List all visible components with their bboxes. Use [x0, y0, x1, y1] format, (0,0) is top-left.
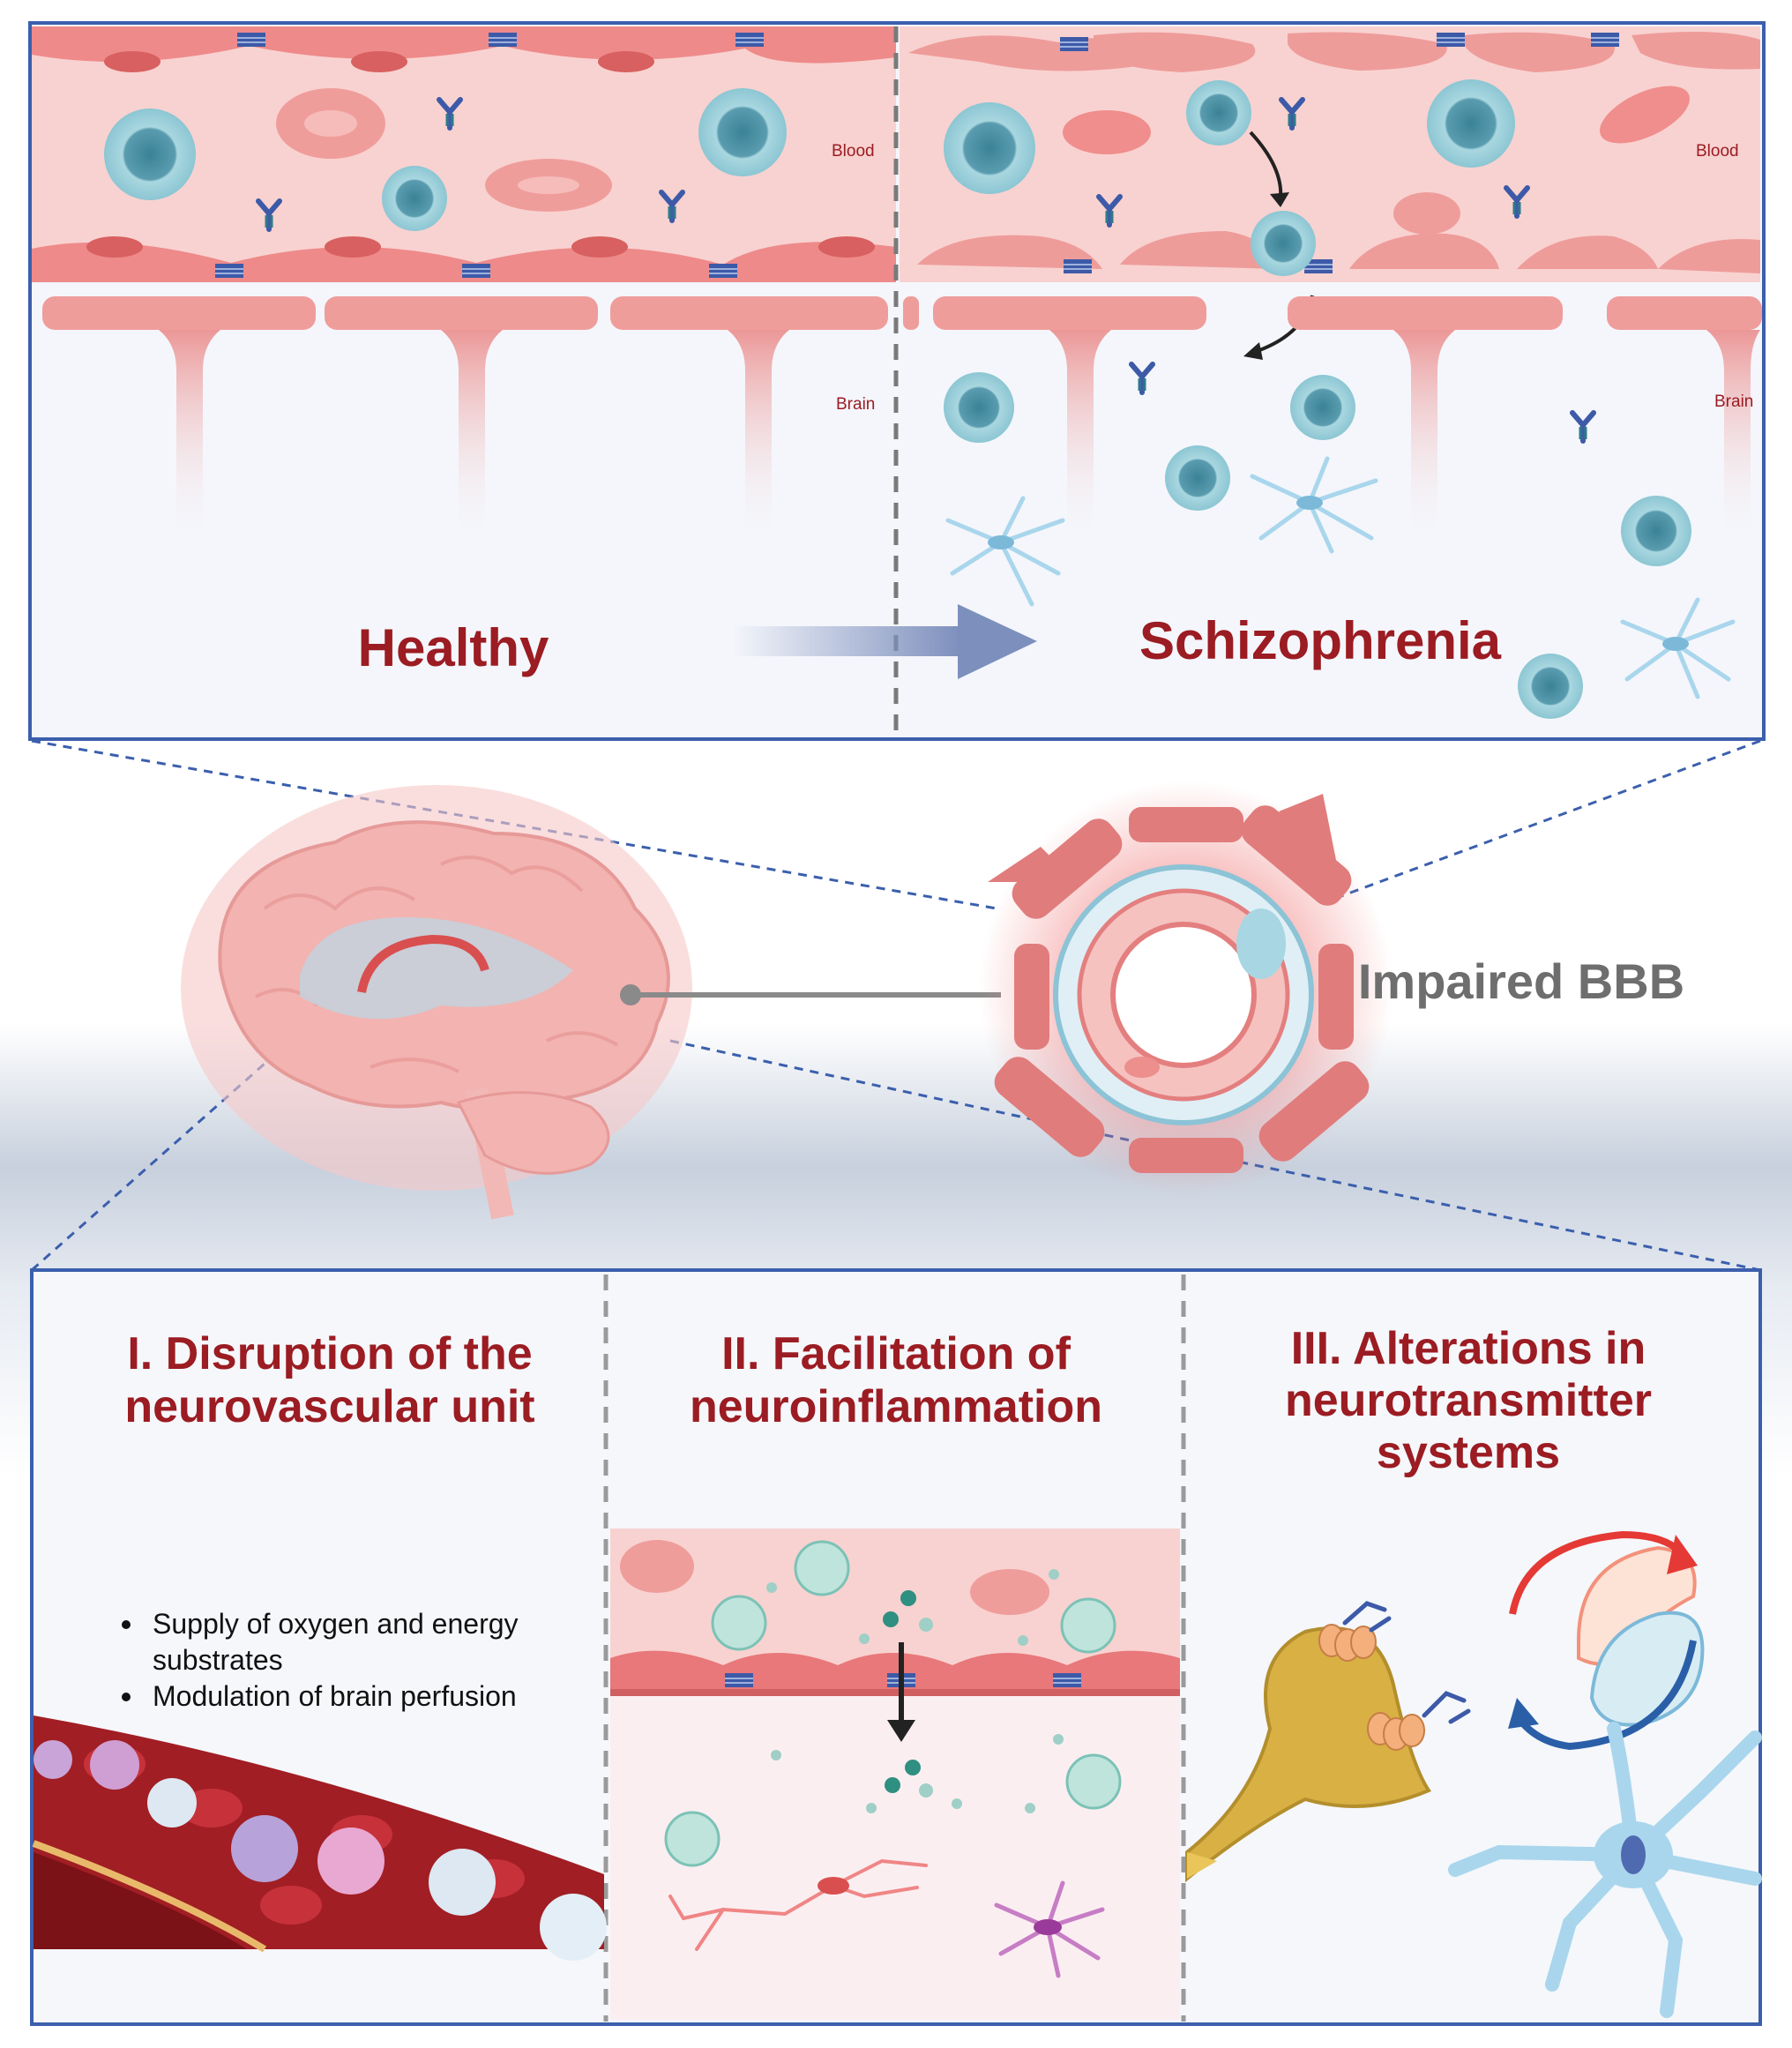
- panel-ii-title-line-2: neuroinflammation: [690, 1381, 1102, 1432]
- impaired-bbb-label: Impaired BBB: [1358, 953, 1684, 1009]
- blood-label-left: Blood: [832, 142, 875, 161]
- panel-i: I. Disruption of the neurovascular unit …: [32, 1328, 607, 1961]
- synapse-illustration: [1185, 1530, 1762, 2018]
- panel-i-title-line-1: I. Disruption of the: [127, 1328, 532, 1379]
- panel-i-title-line-2: neurovascular unit: [124, 1381, 534, 1432]
- panel-iii-title-line-1: III. Alterations in: [1291, 1323, 1646, 1374]
- brain-label-left: Brain: [836, 395, 875, 414]
- disease-vessel: [900, 26, 1760, 360]
- top-panel: Healthy Schizophrenia Blood Blood Brain …: [28, 21, 1766, 741]
- transition-arrow: [732, 604, 1037, 679]
- healthy-astrocyte-endfeet: [42, 296, 888, 547]
- panel-iii-title-line-2: neurotransmitter: [1285, 1375, 1652, 1426]
- panel-ii-title-line-1: II. Facilitation of: [721, 1328, 1071, 1379]
- cycle-arrows: [1508, 1530, 1705, 1751]
- panel-i-bullet-2: Modulation of brain perfusion: [153, 1680, 517, 1712]
- panel-i-bullet-1-line-1: Supply of oxygen and energy: [153, 1608, 519, 1640]
- brain-label-right: Brain: [1714, 392, 1753, 411]
- disease-brain-side: [903, 296, 1762, 719]
- brain-illustration: [181, 785, 692, 1220]
- healthy-label: Healthy: [358, 618, 549, 677]
- impaired-bbb-cross-section: [979, 781, 1393, 1195]
- healthy-vessel: [32, 26, 896, 282]
- blood-label-right: Blood: [1696, 142, 1739, 161]
- panel-ii: II. Facilitation of neuroinflammation: [610, 1328, 1180, 2020]
- panel-iii: III. Alterations in neurotransmitter sys…: [1185, 1323, 1762, 2018]
- neuroinflammation-illustration: [610, 1529, 1180, 2020]
- schizophrenia-label: Schizophrenia: [1139, 611, 1502, 670]
- blood-vessel-illustration: [32, 1715, 607, 1961]
- panel-iii-title-line-3: systems: [1377, 1427, 1560, 1478]
- panel-i-bullet-1-line-2: substrates: [153, 1644, 283, 1676]
